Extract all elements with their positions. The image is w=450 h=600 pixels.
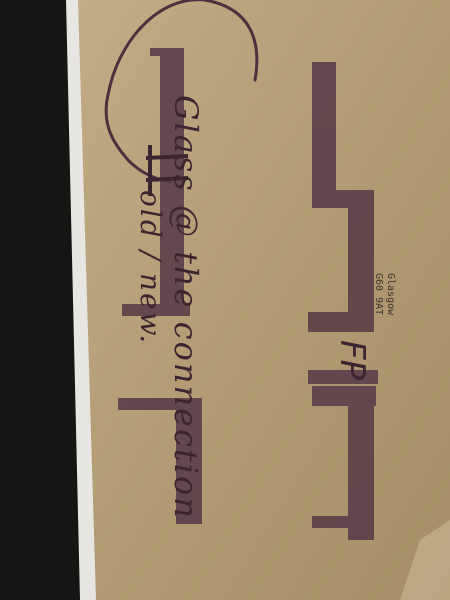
hatch-marks xyxy=(145,145,189,196)
handwritten-fp-mark: FP xyxy=(332,340,372,381)
handwritten-line-1: Glass @ the connection xyxy=(167,95,205,520)
address-line-1: Glasgow xyxy=(385,273,396,316)
address-line-2: G60 9AT xyxy=(373,273,384,316)
bracket-upper-right xyxy=(308,62,374,332)
handwritten-note: Glass @ the connection old / new. xyxy=(133,95,205,520)
handwritten-line-2: old / new. xyxy=(134,190,167,346)
envelope-fold xyxy=(400,520,450,600)
bracket-lower-right xyxy=(308,370,378,540)
printed-address: Glasgow G60 9AT xyxy=(372,273,396,315)
bracket-lower-left xyxy=(118,398,202,524)
curve-mark xyxy=(104,0,259,184)
